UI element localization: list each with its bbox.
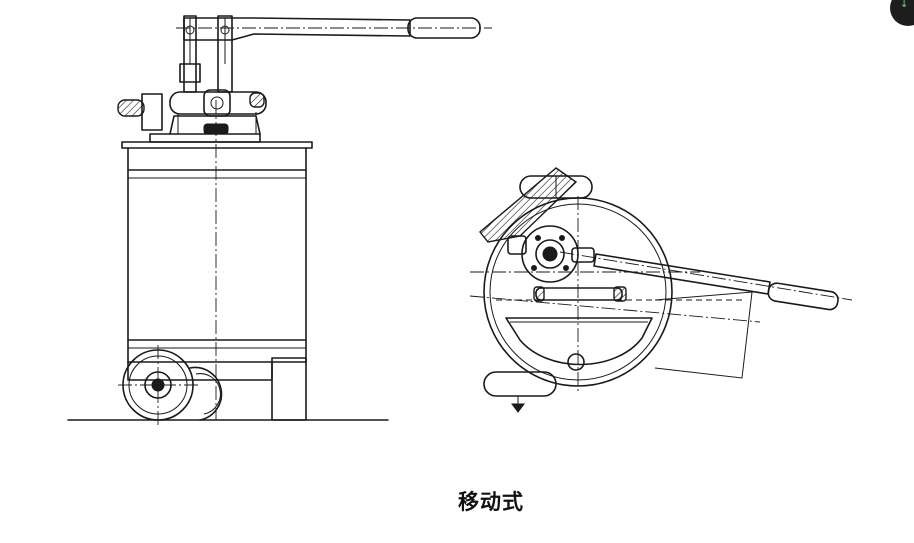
figure-caption: 移动式 [458, 490, 524, 514]
lever-arm [479, 167, 578, 243]
tank-body [121, 141, 313, 363]
front-wheel [118, 345, 200, 425]
download-arrow-icon[interactable]: ↓ [900, 0, 909, 10]
lower-caster [483, 371, 557, 413]
pump-handle [176, 17, 492, 41]
valve-rod [535, 287, 623, 301]
front-view [67, 15, 492, 425]
oil-pan [505, 317, 653, 366]
drain-plug [567, 353, 585, 371]
pump-head [117, 89, 267, 143]
upper-caster [519, 175, 593, 199]
cart-frame [127, 357, 307, 421]
top-pump-head [507, 225, 595, 283]
top-view [469, 167, 853, 413]
pump-column [179, 15, 233, 93]
rear-wheel [189, 366, 223, 421]
top-handle [559, 251, 853, 311]
